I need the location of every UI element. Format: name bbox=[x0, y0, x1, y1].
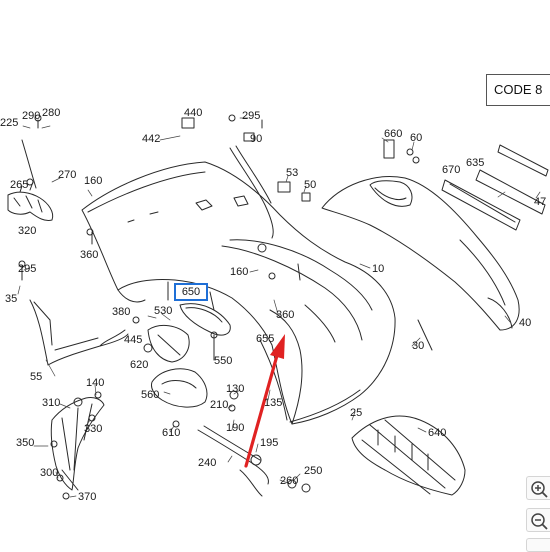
callout-380: 380 bbox=[112, 306, 131, 318]
callout-190: 190 bbox=[226, 422, 245, 434]
callout-442: 442 bbox=[142, 133, 161, 145]
callout-670: 670 bbox=[442, 164, 461, 176]
upper-panel bbox=[321, 176, 520, 331]
callout-47: 47 bbox=[534, 196, 547, 208]
callout-330: 330 bbox=[84, 423, 103, 435]
callout-370: 370 bbox=[78, 491, 97, 503]
zoom-in-button[interactable] bbox=[526, 476, 550, 500]
callout-280: 280 bbox=[42, 107, 61, 119]
zoom-out-button[interactable] bbox=[526, 508, 550, 532]
callout-360-left: 360 bbox=[80, 249, 99, 261]
callout-530: 530 bbox=[154, 305, 173, 317]
reflector-strip bbox=[441, 169, 546, 231]
bracket-530 bbox=[147, 324, 190, 363]
callout-440: 440 bbox=[184, 107, 203, 119]
side-support bbox=[29, 299, 129, 366]
callout-260: 260 bbox=[280, 475, 299, 487]
callout-135: 135 bbox=[264, 397, 283, 409]
callout-635: 635 bbox=[466, 157, 485, 169]
callout-270: 270 bbox=[58, 169, 77, 181]
callout-160-mid: 160 bbox=[230, 266, 249, 278]
callout-40: 40 bbox=[519, 317, 532, 329]
callout-295-top: 295 bbox=[242, 110, 261, 122]
callout-225: 225 bbox=[0, 117, 19, 129]
callout-53: 53 bbox=[286, 167, 299, 179]
callout-195: 195 bbox=[260, 437, 279, 449]
callout-90: 90 bbox=[250, 133, 263, 145]
callout-310: 310 bbox=[42, 397, 61, 409]
callout-55: 55 bbox=[30, 371, 43, 383]
callout-320: 320 bbox=[18, 225, 37, 237]
exhaust-trim bbox=[151, 368, 208, 408]
red-arrow bbox=[244, 334, 285, 468]
callout-30: 30 bbox=[412, 340, 425, 352]
callout-290: 290 bbox=[22, 110, 41, 122]
callout-130: 130 bbox=[226, 383, 245, 395]
callout-610: 610 bbox=[162, 427, 181, 439]
callout-240: 240 bbox=[198, 457, 217, 469]
callout-210: 210 bbox=[210, 399, 229, 411]
callout-10: 10 bbox=[372, 263, 385, 275]
callout-650-highlighted: 650 bbox=[174, 283, 208, 301]
callout-250: 250 bbox=[304, 465, 323, 477]
zoom-in-icon bbox=[531, 481, 548, 498]
callout-265: 265 bbox=[10, 179, 29, 191]
support-rod bbox=[229, 145, 274, 239]
lower-brace bbox=[50, 397, 105, 491]
callout-660: 660 bbox=[384, 128, 403, 140]
callout-640: 640 bbox=[428, 427, 447, 439]
callout-360-mid: 360 bbox=[276, 309, 295, 321]
callout-350: 350 bbox=[16, 437, 35, 449]
left-bracket bbox=[7, 181, 54, 221]
callout-50: 50 bbox=[304, 179, 317, 191]
callout-620: 620 bbox=[130, 359, 149, 371]
callout-300: 300 bbox=[40, 467, 59, 479]
callout-655: 655 bbox=[256, 333, 275, 345]
callout-60: 60 bbox=[410, 132, 423, 144]
diffuser-grille bbox=[351, 415, 466, 496]
callout-140: 140 bbox=[86, 377, 105, 389]
code-label-box: CODE 8 bbox=[486, 74, 550, 106]
callout-160-top: 160 bbox=[84, 175, 103, 187]
leader-lines bbox=[17, 117, 541, 498]
bumper-cover bbox=[81, 161, 396, 425]
callout-25: 25 bbox=[350, 407, 363, 419]
callout-35: 35 bbox=[5, 293, 18, 305]
callout-295-left: 295 bbox=[18, 263, 37, 275]
small-parts bbox=[18, 114, 433, 500]
upper-rail bbox=[497, 144, 549, 177]
callout-445: 445 bbox=[124, 334, 143, 346]
callout-560: 560 bbox=[141, 389, 160, 401]
zoom-out-icon bbox=[531, 513, 548, 530]
callout-550: 550 bbox=[214, 355, 233, 367]
